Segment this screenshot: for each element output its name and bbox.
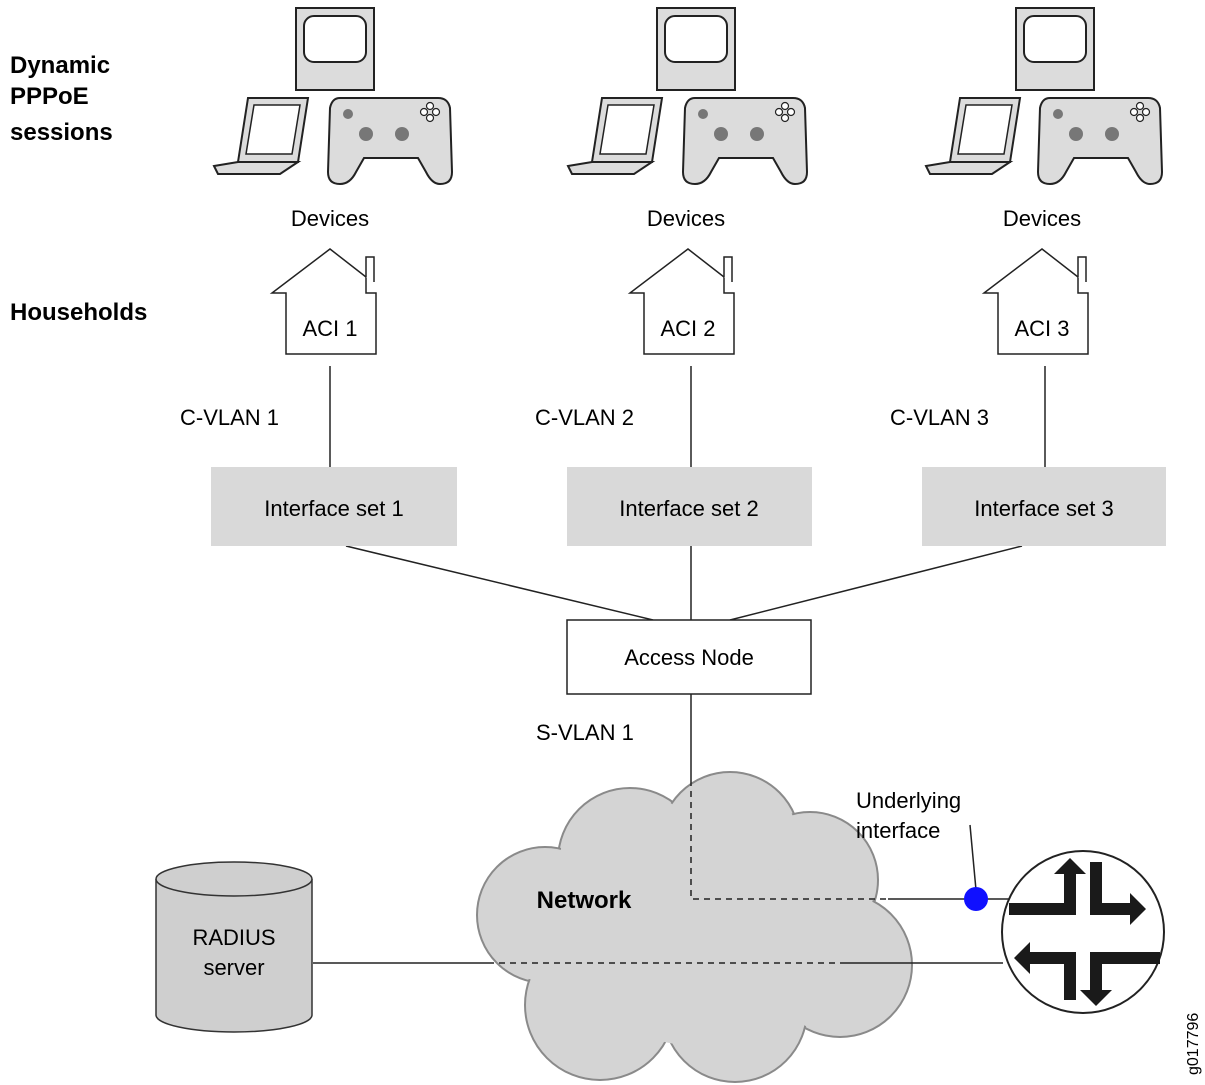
interface-dot: [964, 887, 988, 911]
radius-label-line1: RADIUS: [192, 925, 275, 950]
devices-label: Devices: [291, 206, 369, 231]
gamepad-icon: [327, 97, 453, 185]
database-icon: RADIUS server: [155, 861, 313, 1033]
interface-set-label: Interface set 1: [264, 496, 403, 521]
house-icon: ACI 1: [271, 248, 377, 355]
interface-set-label: Interface set 2: [619, 496, 758, 521]
monitor-icon: [656, 7, 736, 91]
gamepad-icon: [682, 97, 808, 185]
cvlan-label: C-VLAN 3: [890, 405, 989, 430]
sessions-label-line1: Dynamic: [10, 52, 110, 79]
network-label: Network: [537, 887, 632, 914]
aci-label: ACI 3: [1014, 316, 1069, 341]
sessions-label-line3: sessions: [10, 119, 113, 146]
cvlan-links: [329, 366, 1046, 467]
sessions-label: Dynamic PPPoE sessions: [10, 52, 113, 146]
interface-set-box: Interface set 3: [922, 467, 1166, 546]
laptop-icon: [925, 97, 1021, 175]
households-label: Households: [10, 299, 147, 326]
underlying-label-line2: interface: [856, 818, 940, 843]
router-icon: [1001, 850, 1165, 1014]
interface-set-links: [345, 545, 1023, 621]
interface-set-box: Interface set 1: [211, 467, 457, 546]
svlan-label: S-VLAN 1: [536, 720, 634, 745]
aci-label: ACI 1: [302, 316, 357, 341]
device-group-1: Devices: [213, 7, 453, 231]
cvlan-label: C-VLAN 2: [535, 405, 634, 430]
aci-label: ACI 2: [660, 316, 715, 341]
cloud-icon: [476, 771, 913, 1083]
monitor-icon: [1015, 7, 1095, 91]
device-group-3: Devices: [925, 7, 1163, 231]
devices-label: Devices: [647, 206, 725, 231]
radius-label-line2: server: [203, 955, 264, 980]
gamepad-icon: [1037, 97, 1163, 185]
house-icon: ACI 3: [983, 248, 1089, 355]
interface-set-box: Interface set 2: [567, 467, 812, 546]
interface-set-label: Interface set 3: [974, 496, 1113, 521]
devices-label: Devices: [1003, 206, 1081, 231]
access-node-label: Access Node: [624, 645, 754, 670]
underlying-label-line1: Underlying: [856, 788, 961, 813]
house-icon: ACI 2: [629, 248, 735, 355]
device-group-2: Devices: [567, 7, 808, 231]
sessions-label-line2: PPPoE: [10, 83, 89, 110]
monitor-icon: [295, 7, 375, 91]
figure-id: g017796: [1185, 1013, 1202, 1075]
access-node-box: Access Node: [566, 619, 812, 695]
laptop-icon: [567, 97, 663, 175]
underlying-pointer: [969, 824, 977, 891]
cvlan-label: C-VLAN 1: [180, 405, 279, 430]
laptop-icon: [213, 97, 309, 175]
